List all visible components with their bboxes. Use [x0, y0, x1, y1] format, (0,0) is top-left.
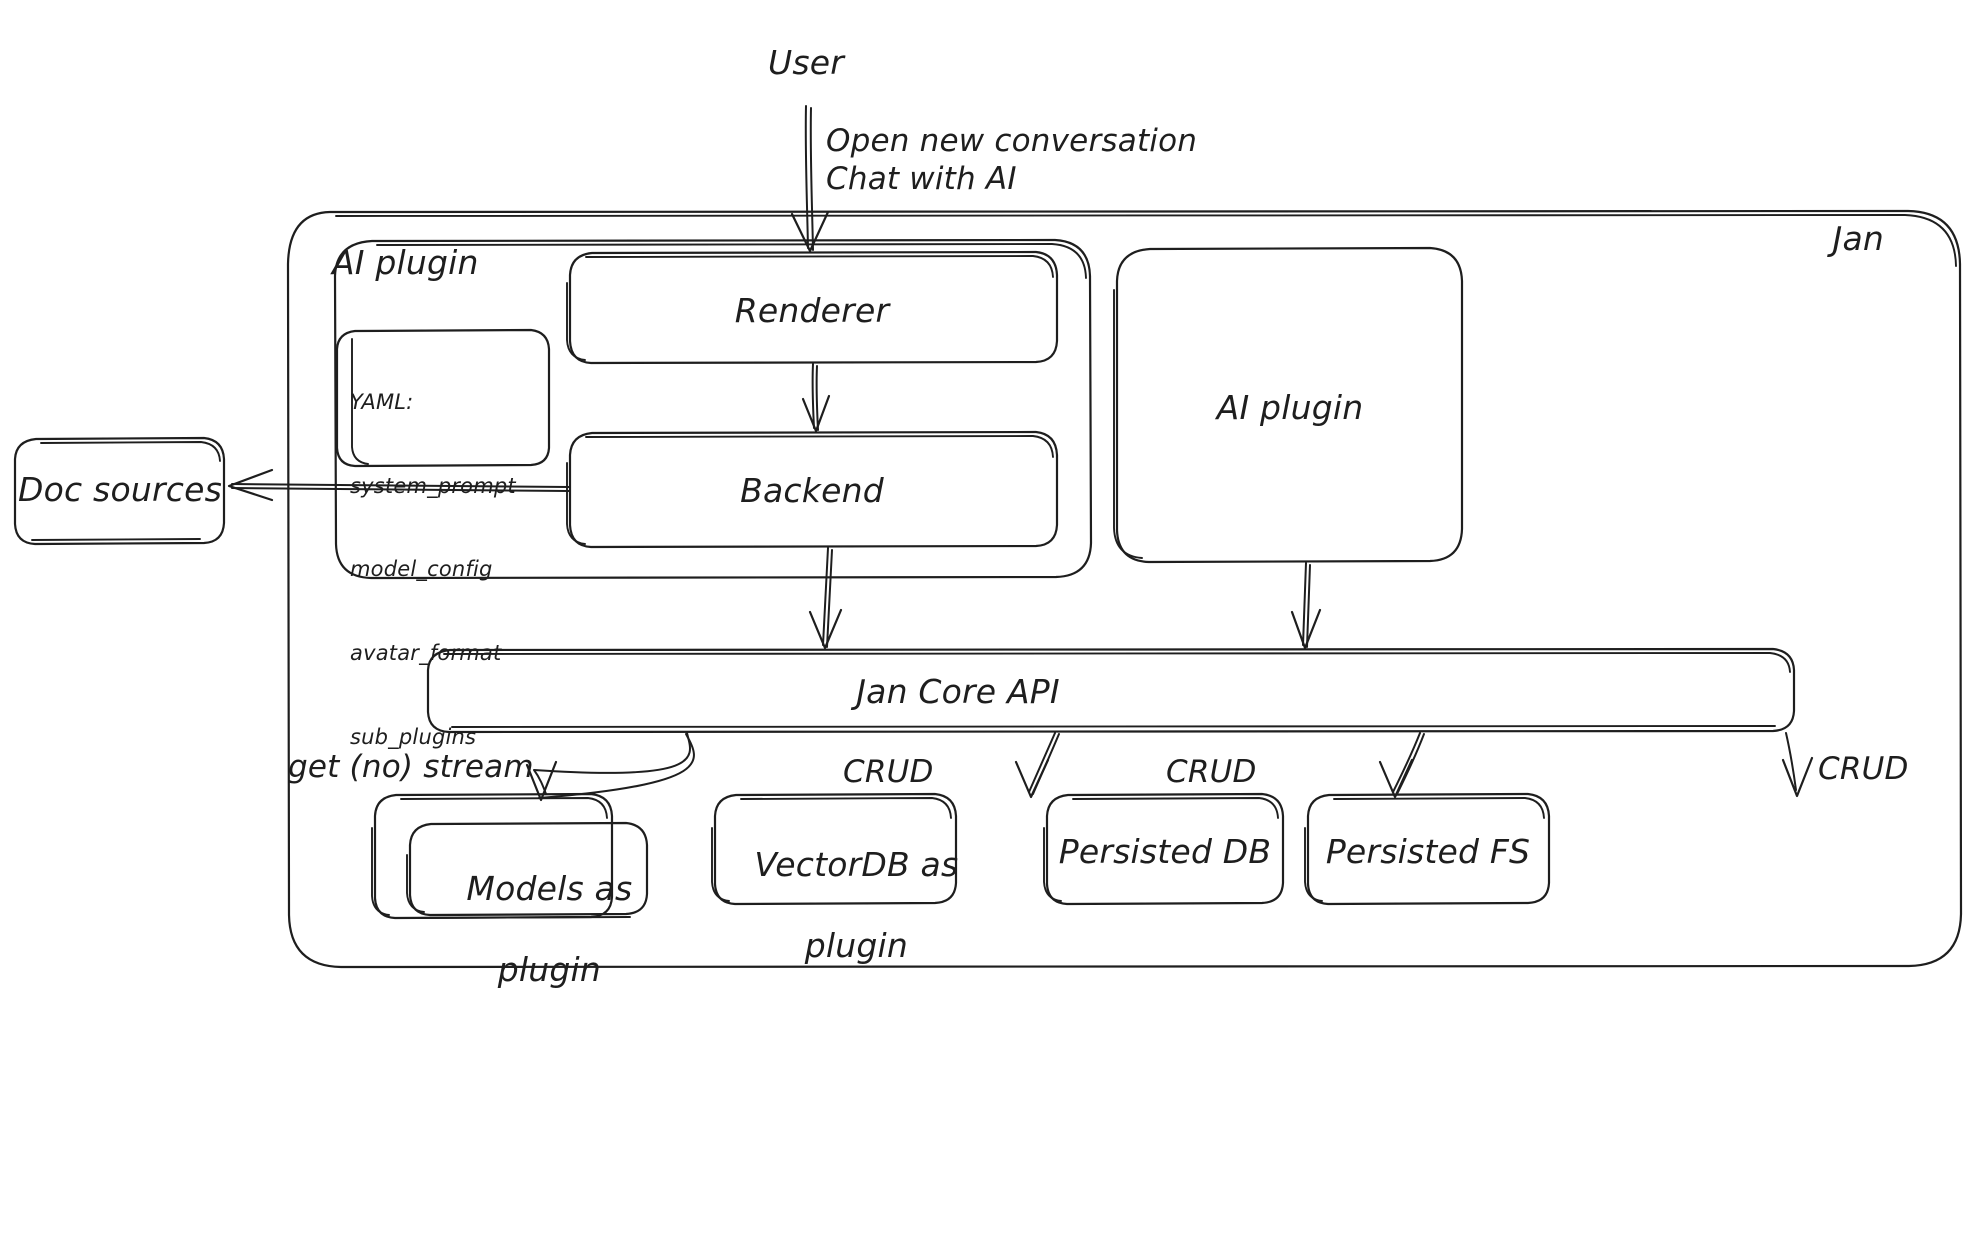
models-plugin-shape [406, 821, 649, 919]
yaml-box-shape [335, 328, 551, 468]
node-user-label: User [767, 43, 845, 82]
node-vectordb-plugin-line1: VectorDB as [754, 845, 959, 885]
node-renderer-label: Renderer [734, 291, 890, 330]
edge-core-to-persisted-fs-label: CRUD [1818, 751, 1909, 787]
edge-core-to-vectordb [1014, 732, 1060, 799]
edge-backend-to-core [808, 547, 843, 650]
node-models-plugin-line2: plugin [497, 949, 602, 989]
node-models-plugin: Models as plugin [424, 829, 633, 1030]
edge-user-to-renderer-label-line2: Chat with AI [826, 161, 1017, 197]
persisted-fs-shape [1304, 792, 1551, 906]
edge-core-to-persisted-db [1378, 732, 1425, 799]
node-doc-sources-label: Doc sources [18, 470, 222, 509]
persisted-db-shape [1043, 792, 1285, 906]
node-jan-core-api-label: Jan Core API [856, 672, 1060, 711]
edge-core-to-models [525, 732, 695, 802]
edge-user-to-renderer [790, 105, 830, 253]
jan-core-api-shape [426, 647, 1796, 734]
jan-container-shape [286, 209, 1963, 969]
doc-sources-shape [13, 436, 226, 546]
node-models-plugin-line1: Models as [466, 869, 633, 909]
edge-user-to-renderer-label-line1: Open new conversation [826, 123, 1198, 159]
edge-core-to-vectordb-label: CRUD [843, 754, 934, 790]
yaml-title: YAML: [350, 389, 414, 414]
edge-ai-plugin-to-core [1290, 562, 1322, 650]
jan-container-label: Jan [1832, 219, 1884, 258]
ai-plugin-right-shape [1113, 246, 1464, 564]
node-ai-plugin-right-label: AI plugin [1216, 388, 1364, 427]
edge-backend-to-doc-sources [227, 468, 570, 502]
yaml-box: YAML: system_prompt model_config avatar_… [350, 333, 516, 808]
vectordb-plugin-shape [711, 792, 958, 906]
edge-renderer-to-backend [801, 363, 831, 433]
edge-core-to-models-label: get (no) stream [288, 749, 534, 785]
node-persisted-fs-label: Persisted FS [1325, 832, 1531, 871]
node-vectordb-plugin-line2: plugin [804, 925, 909, 965]
edge-core-to-persisted-db-label: CRUD [1166, 754, 1257, 790]
node-persisted-db-label: Persisted DB [1058, 832, 1272, 871]
yaml-key-sub-plugins: sub_plugins [350, 724, 477, 749]
yaml-key-model-config: model_config [350, 557, 493, 582]
ai-plugin-container-shape [333, 238, 1093, 580]
backend-shape [566, 430, 1059, 549]
ai-plugin-container-label: AI plugin [332, 243, 479, 282]
yaml-key-system-prompt: system_prompt [350, 473, 516, 498]
renderer-shape [566, 250, 1059, 365]
node-vectordb-plugin: VectorDB as plugin [712, 805, 959, 1006]
yaml-key-avatar-format: avatar_format [350, 641, 502, 666]
edge-core-to-persisted-fs [1781, 732, 1814, 798]
node-backend-label: Backend [740, 471, 884, 510]
